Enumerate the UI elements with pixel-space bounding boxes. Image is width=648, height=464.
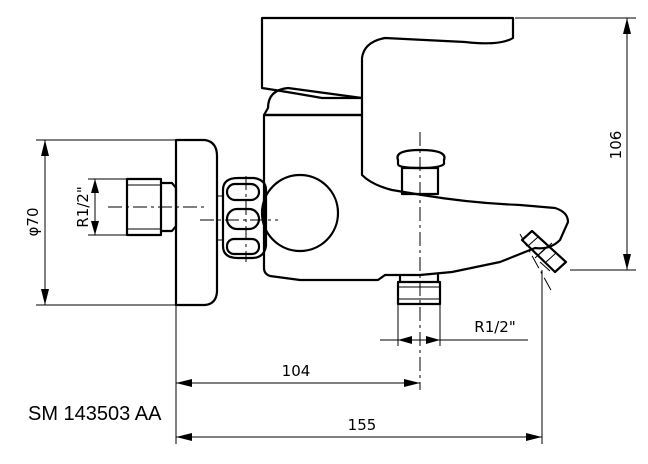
outlet-thread-label: R1/2"	[474, 318, 515, 336]
outlet-connector	[396, 273, 442, 306]
product-code: SM 143503 AA	[28, 403, 162, 425]
center-lines	[108, 132, 553, 390]
dimension-center-offset: 104	[175, 305, 420, 444]
diameter-label: φ70	[24, 208, 42, 237]
inlet-thread-label: R1/2"	[74, 186, 92, 227]
union-nut	[217, 176, 268, 260]
diverter-knob	[396, 148, 446, 196]
wall-flange	[174, 138, 219, 307]
lever-handle	[260, 16, 515, 117]
dimension-height: 106	[515, 17, 636, 271]
spout-aerator	[520, 229, 568, 274]
total-length-label: 155	[348, 416, 377, 434]
dimension-diameter: φ70	[24, 139, 176, 306]
dimension-inlet-thread: R1/2"	[74, 178, 127, 236]
dimension-outlet-thread: R1/2"	[380, 304, 528, 346]
mixer-body	[260, 113, 570, 282]
center-offset-label: 104	[282, 362, 311, 380]
height-label: 106	[607, 131, 625, 160]
dimension-total-length: 155	[176, 270, 543, 444]
